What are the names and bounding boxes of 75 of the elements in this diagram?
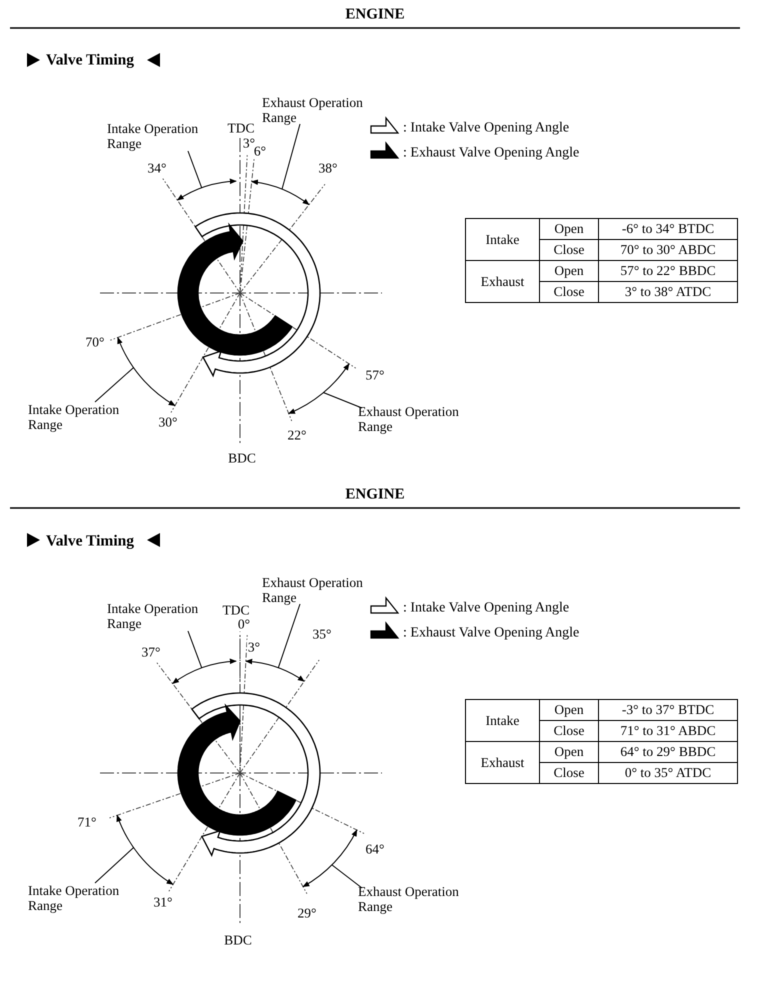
range-label: Intake Operation Range: [107, 121, 215, 151]
range-label: Exhaust Operation Range: [358, 884, 466, 914]
angle-label: 34°: [146, 160, 168, 176]
table-cell: 70° to 30° ABDC: [598, 240, 738, 260]
legend-label: : Intake Valve Opening Angle: [403, 600, 570, 616]
leader-line: [323, 392, 362, 408]
leader-line: [331, 864, 362, 888]
angle-range-arc: [116, 814, 174, 885]
table-cell: 71° to 31° ABDC: [598, 720, 738, 742]
angle-range-arc: [245, 659, 305, 682]
page-heading: ENGINE: [345, 488, 405, 502]
angle-label: 71°: [76, 814, 98, 830]
table-cell: Close: [540, 762, 598, 784]
range-label: Intake Operation Range: [28, 402, 136, 432]
angle-range-arc: [288, 363, 350, 414]
angle-range-arc: [117, 336, 176, 406]
angle-label: 31°: [152, 894, 174, 910]
table-cell: Close: [540, 720, 598, 742]
leader-line: [94, 367, 134, 402]
table-cell: 64° to 29° BBDC: [598, 742, 738, 762]
angle-label: 3°: [246, 640, 262, 654]
legend-label: : Exhaust Valve Opening Angle: [403, 626, 580, 640]
table-cell: Close: [540, 282, 598, 302]
angle-label: TDC: [226, 120, 256, 136]
leader-line: [278, 604, 300, 668]
table-cell: 3° to 38° ATDC: [598, 282, 738, 302]
angle-label: 57°: [364, 368, 386, 382]
leader-line: [282, 124, 300, 190]
angle-label: 29°: [296, 906, 318, 920]
table-cell: Open: [540, 700, 598, 720]
angle-label: BDC: [227, 450, 257, 466]
angle-label: 22°: [286, 428, 308, 442]
angle-label: 35°: [312, 626, 332, 642]
range-label: Exhaust Operation Range: [358, 404, 466, 434]
angle-label: 38°: [318, 160, 338, 176]
table-cell: -3° to 37° BTDC: [598, 700, 738, 720]
exhaust-angle-band: [177, 222, 293, 356]
angle-label: 64°: [364, 842, 386, 856]
angle-range-arc: [251, 180, 310, 206]
legend-label: : Intake Valve Opening Angle: [403, 120, 570, 136]
angle-range-arc: [176, 178, 237, 201]
range-label: Exhaust Operation Range: [262, 575, 370, 605]
exhaust-angle-band: [177, 703, 297, 836]
table-cell: Close: [540, 240, 598, 260]
table-cell: Exhaust: [466, 260, 540, 302]
angle-label: 0°: [236, 616, 252, 632]
angle-label: TDC: [222, 602, 250, 618]
angle-range-arc: [302, 829, 358, 888]
table-cell: 0° to 35° ATDC: [598, 762, 738, 784]
range-label: Exhaust Operation Range: [262, 95, 370, 125]
section-title: Valve Timing: [46, 534, 134, 548]
table-cell: -6° to 34° BTDC: [598, 218, 738, 240]
leader-line: [188, 150, 202, 188]
angle-label: 30°: [158, 414, 178, 430]
angle-label: BDC: [223, 932, 253, 948]
range-label: Intake Operation Range: [28, 883, 136, 913]
table-cell: Open: [540, 260, 598, 282]
angle-label: 37°: [140, 644, 162, 660]
table-cell: Exhaust: [466, 742, 540, 784]
leader-line: [94, 847, 134, 884]
table-cell: Intake: [466, 700, 540, 742]
angle-label: 70°: [84, 334, 106, 350]
angle-label: 6°: [252, 144, 268, 158]
page-heading: ENGINE: [345, 8, 405, 22]
leader-line: [188, 630, 202, 668]
angle-range-arc: [172, 658, 237, 684]
table-cell: 57° to 22° BBDC: [598, 260, 738, 282]
legend-label: : Exhaust Valve Opening Angle: [403, 146, 580, 160]
range-label: Intake Operation Range: [107, 601, 215, 631]
table-cell: Open: [540, 742, 598, 762]
section-title: Valve Timing: [46, 52, 134, 68]
intake-angle-band: [194, 212, 321, 378]
intake-angle-band: [190, 692, 321, 857]
table-cell: Open: [540, 218, 598, 240]
table-cell: Intake: [466, 218, 540, 260]
